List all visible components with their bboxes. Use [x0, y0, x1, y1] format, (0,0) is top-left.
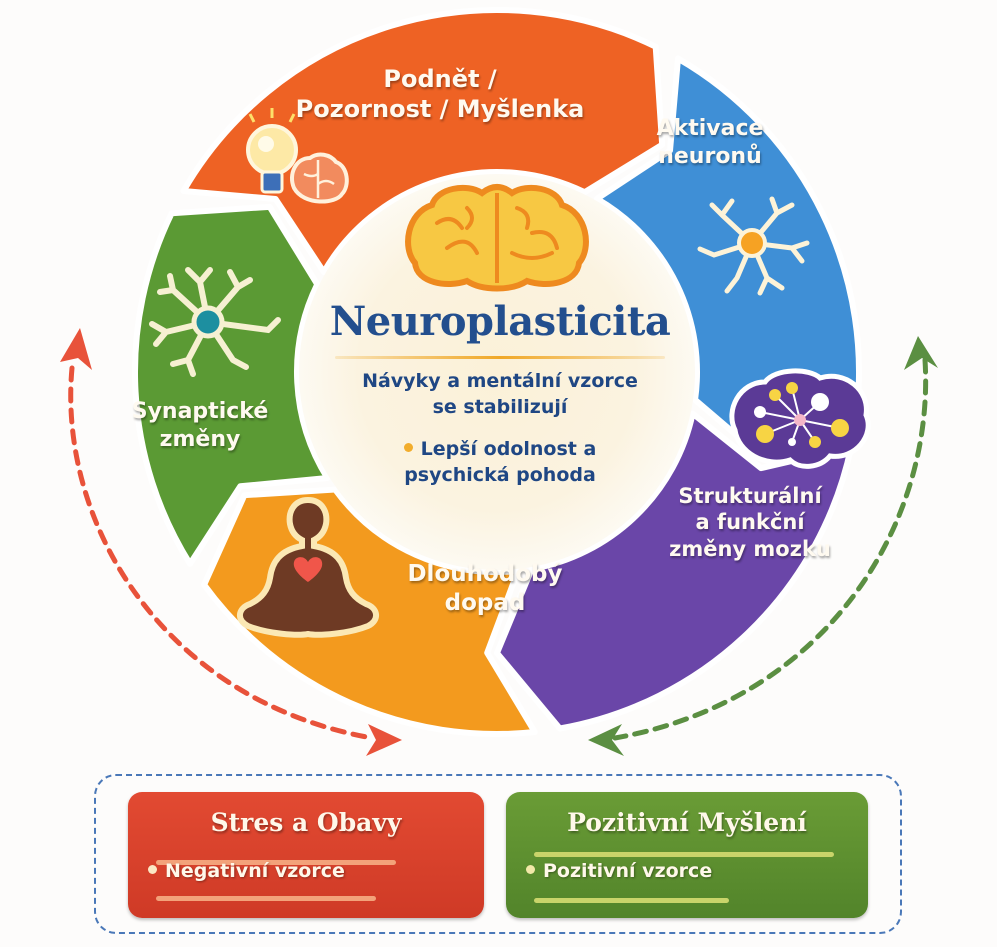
- legend-card-positive: Pozitivní Myšlení Pozitivní vzorce: [506, 792, 868, 918]
- diagram-title: Neuroplasticita: [329, 298, 671, 345]
- center-text-line-2: se stabilizují: [432, 396, 568, 418]
- meditation-person-icon: [237, 496, 379, 638]
- step-label-structural-changes: Strukturální a funkční změny mozku: [655, 483, 845, 562]
- step-label-line: neuronů: [658, 143, 762, 169]
- neuron-icon: [697, 196, 810, 296]
- bullet-text: Lepší odolnost a: [420, 438, 597, 460]
- lightbulb-icon: [246, 108, 298, 194]
- legend-item-text: Pozitivní vzorce: [543, 860, 713, 882]
- bullet-dot: [403, 443, 413, 452]
- step-label-line: změny mozku: [669, 536, 831, 561]
- center-disk: [299, 174, 695, 570]
- legend-card-rule: [534, 898, 729, 903]
- segment-stimulus: [180, 7, 666, 275]
- step-label-line: a funkční: [695, 510, 805, 535]
- small-brain-icon: [290, 152, 349, 204]
- step-label-neuron-activation: Aktivace neuronů: [630, 115, 790, 170]
- brain-network-icon: [729, 368, 871, 469]
- legend-card-title: Stres a Obavy: [210, 808, 402, 837]
- step-label-stimulus: Podnět / Pozornost / Myšlenka: [260, 64, 620, 124]
- synapse-neuron-icon: [149, 267, 281, 377]
- legend-card-stress: Stres a Obavy Negativní vzorce: [128, 792, 484, 918]
- step-label-line: Podnět /: [383, 65, 497, 93]
- bullet-dot: [148, 865, 157, 874]
- legend-card-rule: [156, 896, 376, 901]
- bullet-dot: [526, 865, 535, 874]
- right-arrowhead-left: [588, 724, 624, 756]
- right-feedback-arrow: [612, 357, 929, 741]
- title-divider: [335, 356, 665, 359]
- step-label-line: Synaptické: [131, 399, 269, 424]
- brain-icon: [405, 184, 589, 292]
- segment-structural-changes: [494, 410, 855, 732]
- left-feedback-arrow: [68, 365, 375, 741]
- step-label-line: Strukturální: [678, 484, 822, 508]
- step-label-line: Pozornost / Myšlenka: [295, 95, 585, 123]
- left-arrowhead-up: [60, 328, 92, 370]
- legend-card-rule: [534, 852, 834, 857]
- legend-container: [94, 774, 902, 934]
- step-label-line: dopad: [444, 589, 526, 616]
- left-arrowhead-right: [366, 724, 402, 756]
- legend-card-item: Pozitivní vzorce: [526, 860, 712, 882]
- center-text-line-1: Návyky a mentální vzorce: [362, 370, 638, 392]
- center-bullet-line-1: Lepší odolnost a: [330, 436, 670, 462]
- step-label-line: Dlouhodobý: [407, 561, 563, 587]
- step-label-synaptic-changes: Synaptické změny: [120, 398, 280, 453]
- legend-card-title: Pozitivní Myšlení: [567, 808, 807, 837]
- step-label-line: změny: [159, 426, 241, 452]
- step-label-long-term-impact: Dlouhodobý dopad: [400, 560, 570, 618]
- legend-item-text: Negativní vzorce: [165, 860, 345, 882]
- legend-card-rule: [156, 860, 396, 865]
- step-label-line: Aktivace: [656, 116, 764, 141]
- center-bullet-line-2: psychická pohoda: [404, 464, 596, 486]
- legend-card-item: Negativní vzorce: [148, 860, 345, 882]
- right-arrowhead-up: [904, 336, 938, 370]
